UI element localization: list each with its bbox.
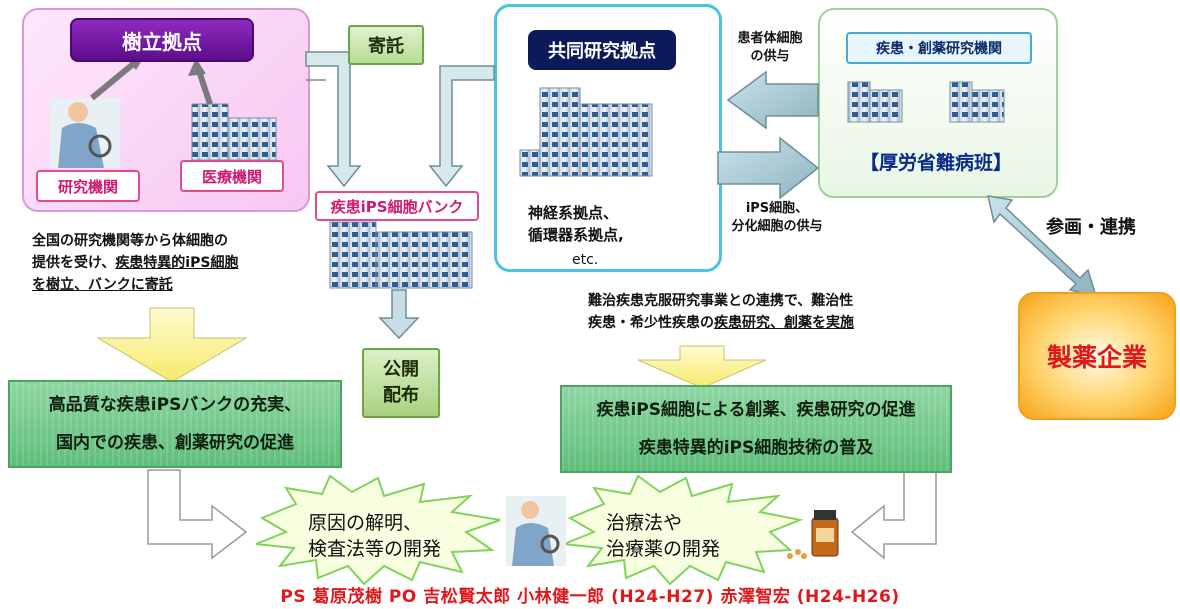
building-icon (329, 221, 473, 289)
hollow-left-arrow (850, 469, 937, 560)
research-outcome-box: 疾患iPS細胞による創薬、疾患研究の促進 疾患特異的iPS細胞技術の普及 (560, 385, 952, 473)
disease-drug-research-title: 疾患・創薬研究機関 (846, 32, 1032, 64)
public-distribution-box: 公開 配布 (362, 348, 440, 418)
pharma-company-box: 製薬企業 (1018, 292, 1176, 420)
arrow-head (188, 58, 206, 76)
label-line: 配布 (383, 385, 419, 406)
desc-underlined: 疾患特異的iPS細胞 (115, 255, 239, 271)
treatment-development-text: 治療法や 治療薬の開発 (606, 510, 720, 562)
burst-line: 原因の解明、 (308, 512, 423, 534)
cause-elucidation-text: 原因の解明、 検査法等の開発 (308, 510, 441, 562)
researcher-icon (50, 98, 120, 168)
down-arrow (378, 289, 420, 340)
outcome-line: 疾患iPS細胞による創薬、疾患研究の促進 (596, 400, 916, 420)
outcome-line: 疾患特異的iPS細胞技術の普及 (638, 438, 874, 458)
ips-bank-title: 疾患iPS細胞バンク (315, 191, 479, 221)
desc-underlined: 疾患研究、創薬を実施 (714, 315, 854, 331)
burst-line: 治療薬の開発 (606, 538, 721, 560)
bank-outcome-box: 高品質な疾患iPSバンクの充実、 国内での疾患、創薬研究の促進 (8, 380, 342, 468)
building-icon (519, 87, 653, 177)
desc-text: 疾患・希少性疾患の (588, 315, 714, 331)
right-arrow (717, 136, 820, 200)
desc-text: 提供を受け、 (32, 255, 116, 271)
establishment-description: 全国の研究機関等から体細胞の 提供を受け、疾患特異的iPS細胞 を樹立、バンクに… (32, 230, 238, 296)
desc-line: 全国の研究機関等から体細胞の (32, 233, 228, 249)
yellow-down-arrow (96, 307, 248, 383)
research-description: 難治疾患克服研究事業との連携で、難治性 疾患・希少性疾患の疾患研究、創薬を実施 (588, 290, 854, 334)
building-icon (847, 81, 903, 123)
double-arrow (987, 195, 1098, 298)
left-arrow (726, 70, 819, 130)
medicine-bottle-icon (787, 510, 839, 559)
hub-item: 神経系拠点、 (528, 204, 619, 222)
joint-research-hub-title: 共同研究拠点 (528, 30, 676, 70)
ips-cell-supply-label: iPS細胞、 分化細胞の供与 (712, 200, 842, 236)
label-line: iPS細胞、 (745, 201, 809, 216)
yellow-down-arrow (637, 345, 767, 389)
joint-research-hub-list: 神経系拠点、 循環器系拠点, (528, 202, 624, 246)
researcher-icon (506, 496, 566, 566)
label-line: 患者体細胞 (737, 31, 803, 46)
desc-underlined: を樹立、バンクに寄託 (32, 277, 173, 293)
desc-line: 提供を受け、疾患特異的iPS細胞 (32, 252, 238, 274)
research-org-label: 研究機関 (36, 170, 140, 202)
program-officers-footer: PS 葛原茂樹 PO 吉松賢太郎 小林健一郎 (H24-H27) 赤澤智宏 (H… (280, 587, 900, 607)
hub-etc: etc. (572, 252, 599, 268)
burst-line: 検査法等の開発 (308, 538, 442, 560)
burst-line: 治療法や (606, 512, 683, 534)
deposit-arrows (305, 51, 495, 188)
desc-line: 疾患・希少性疾患の疾患研究、創薬を実施 (588, 312, 854, 334)
building-icon (949, 81, 1005, 123)
hollow-right-arrow (147, 469, 248, 560)
label-line: 分化細胞の供与 (731, 219, 823, 234)
hub-item: 循環器系拠点, (528, 226, 624, 244)
establishment-hub-title: 樹立拠点 (70, 18, 254, 62)
patient-cell-supply-label: 患者体細胞 の供与 (722, 30, 818, 66)
label-line: の供与 (750, 49, 790, 64)
label-line: 公開 (383, 359, 419, 380)
up-arrow (90, 57, 140, 101)
outcome-line: 国内での疾患、創薬研究の促進 (56, 433, 294, 453)
starburst-shape (563, 474, 804, 586)
deposit-label: 寄託 (348, 25, 424, 65)
desc-line: 難治疾患克服研究事業との連携で、難治性 (588, 293, 854, 309)
outcome-line: 高品質な疾患iPSバンクの充実、 (48, 395, 302, 415)
building-icon (191, 103, 277, 161)
mhlw-intractable-disease-group: 【厚労省難病班】 (859, 152, 1012, 174)
starburst-shape (255, 474, 501, 586)
participation-label: 参画・連携 (1046, 217, 1136, 238)
medical-org-label: 医療機関 (180, 160, 284, 192)
